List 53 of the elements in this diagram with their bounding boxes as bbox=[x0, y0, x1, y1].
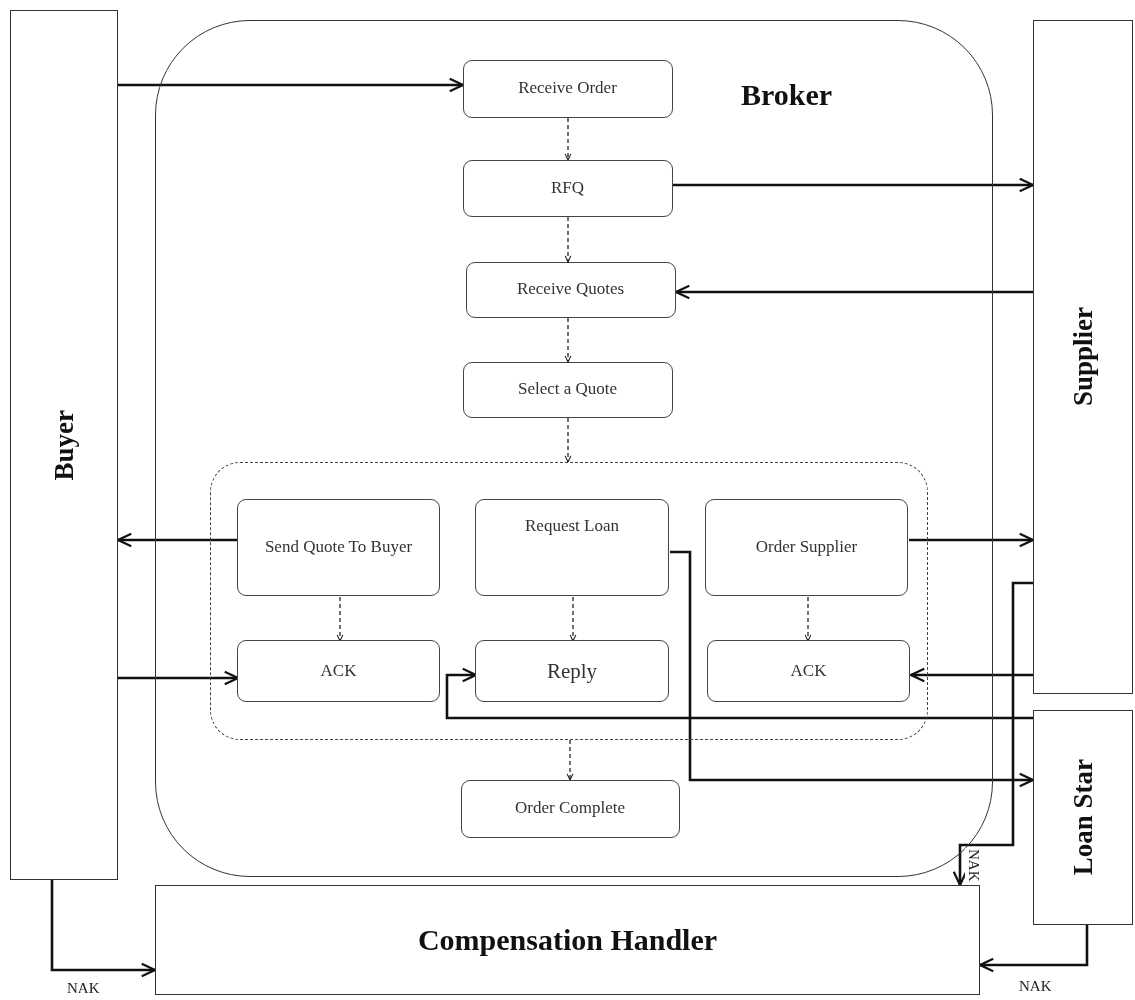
edge-label: NAK bbox=[965, 848, 982, 883]
process-box bbox=[460, 779, 680, 838]
arrow bbox=[978, 925, 1089, 973]
arrow bbox=[670, 550, 1035, 788]
arrow bbox=[564, 317, 572, 363]
box-label: Order Supplier bbox=[755, 536, 858, 559]
arrow bbox=[336, 596, 344, 642]
process-box bbox=[475, 640, 669, 702]
participant-box bbox=[1033, 20, 1133, 694]
participant-name: Buyer bbox=[48, 409, 80, 481]
arrow bbox=[116, 532, 238, 548]
process-box bbox=[237, 640, 440, 702]
participant-name: Supplier bbox=[1067, 307, 1099, 407]
process-box bbox=[705, 499, 908, 596]
arrow bbox=[674, 284, 1033, 300]
parallel-group-box bbox=[209, 461, 928, 740]
arrow bbox=[50, 880, 157, 978]
process-box bbox=[707, 640, 910, 702]
box-label: Send Quote To Buyer bbox=[264, 536, 413, 559]
box-label: ACK bbox=[320, 659, 357, 682]
box-label: RFQ bbox=[550, 176, 585, 199]
box-label: Request Loan bbox=[525, 515, 619, 537]
arrow bbox=[804, 596, 812, 642]
process-box bbox=[465, 261, 676, 318]
arrow bbox=[569, 596, 577, 642]
process-box bbox=[462, 59, 673, 118]
arrow bbox=[909, 667, 1033, 683]
arrow bbox=[118, 77, 465, 93]
arrow bbox=[564, 117, 572, 161]
handler-box bbox=[155, 885, 980, 995]
box-label: Order Complete bbox=[515, 797, 625, 820]
container-title: Broker bbox=[741, 78, 833, 112]
box-label: ACK bbox=[790, 659, 827, 682]
box-label: Receive Quotes bbox=[516, 278, 625, 301]
arrow bbox=[564, 216, 572, 263]
arrow bbox=[673, 177, 1035, 193]
participant-box bbox=[1033, 710, 1133, 925]
process-box bbox=[462, 361, 673, 418]
participant-name: Loan Star bbox=[1067, 759, 1099, 876]
arrow bbox=[564, 417, 572, 463]
box-label: Receive Order bbox=[518, 77, 617, 100]
arrow bbox=[118, 670, 240, 686]
box-label: Select a Quote bbox=[517, 378, 618, 401]
arrow bbox=[566, 739, 574, 781]
arrow bbox=[445, 667, 1033, 720]
box-label: Reply bbox=[546, 657, 598, 685]
box-label: Compensation Handler bbox=[417, 923, 718, 957]
process-box bbox=[462, 159, 673, 217]
participant-box bbox=[10, 10, 118, 880]
arrow bbox=[909, 532, 1035, 548]
process-box bbox=[475, 499, 669, 596]
process-box bbox=[237, 499, 440, 596]
arrow bbox=[952, 581, 1033, 887]
